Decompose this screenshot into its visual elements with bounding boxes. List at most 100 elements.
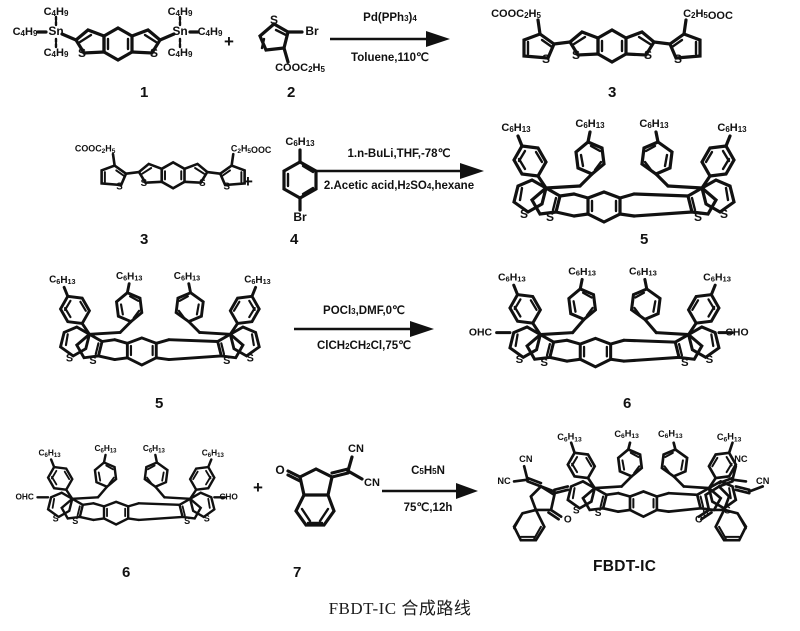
- compound-label-7: 7: [293, 564, 302, 581]
- svg-text:C6H13: C6H13: [717, 122, 747, 134]
- structure-compound-5-product: C6H13 C6H13 C6H13 C6H13 S: [501, 118, 747, 224]
- svg-text:C4H9: C4H9: [44, 47, 69, 59]
- compound-label-4: 4: [290, 231, 299, 248]
- svg-text:CN: CN: [756, 476, 770, 486]
- svg-text:S: S: [572, 48, 580, 62]
- svg-text:S: S: [520, 207, 528, 221]
- reagents-step4-top: C5H5N: [411, 465, 445, 477]
- reagents-step4-bottom: 75℃,12h: [403, 502, 453, 514]
- svg-text:C6H13: C6H13: [244, 275, 270, 286]
- reaction-arrow-2: [314, 163, 484, 179]
- svg-text:NC: NC: [734, 454, 748, 464]
- compound-label-3-row1: 3: [608, 84, 617, 101]
- structure-compound-7: O CN CN: [275, 443, 380, 527]
- svg-text:S: S: [66, 353, 73, 365]
- svg-text:S: S: [141, 178, 148, 189]
- reagents-step1-top: Pd(PPh3)4: [363, 12, 417, 24]
- structure-compound-1: S S Sn C4H9 C4H9 C4H9 Sn C4H9 C4H9 C4H9: [13, 6, 223, 62]
- svg-text:S: S: [270, 13, 278, 27]
- structure-compound-6-product: C6H13 C6H13 C6H13 C6H13: [469, 267, 749, 369]
- svg-text:S: S: [706, 354, 714, 366]
- svg-text:CHO: CHO: [725, 327, 748, 338]
- svg-text:C6H13: C6H13: [174, 271, 200, 282]
- svg-text:C6H13: C6H13: [557, 432, 582, 443]
- svg-text:C6H13: C6H13: [658, 429, 683, 440]
- svg-text:C2H5OOC: C2H5OOC: [683, 8, 733, 22]
- svg-text:S: S: [674, 52, 682, 66]
- svg-text:S: S: [546, 210, 554, 224]
- reaction-arrow-3: [294, 321, 434, 337]
- svg-text:S: S: [595, 508, 602, 519]
- reaction-arrow-1: [330, 31, 450, 47]
- compound-label-5-row3: 5: [155, 395, 164, 412]
- svg-text:S: S: [223, 181, 230, 192]
- svg-text:COOC2H5: COOC2H5: [275, 62, 325, 74]
- svg-text:C6H13: C6H13: [501, 122, 531, 134]
- svg-text:C6H13: C6H13: [116, 271, 142, 282]
- reagents-step3-bottom: ClCH2CH2Cl,75℃: [316, 340, 412, 352]
- svg-text:CN: CN: [364, 477, 380, 489]
- reagents-step3-top: POCl3,DMF,0℃: [323, 305, 405, 317]
- svg-text:S: S: [644, 48, 652, 62]
- compound-label-6-row4: 6: [122, 564, 131, 581]
- svg-text:C6H13: C6H13: [285, 136, 315, 148]
- svg-text:Sn: Sn: [48, 24, 63, 38]
- svg-text:C6H13: C6H13: [575, 118, 605, 130]
- reagents-step1-bottom: Toluene,110℃: [351, 52, 429, 64]
- svg-text:S: S: [247, 353, 254, 365]
- svg-text:OHC: OHC: [469, 327, 493, 338]
- svg-text:C6H13: C6H13: [639, 118, 669, 130]
- svg-text:NC: NC: [497, 476, 511, 486]
- svg-text:C6H13: C6H13: [568, 267, 596, 278]
- svg-text:S: S: [89, 355, 96, 367]
- svg-text:C6H13: C6H13: [39, 448, 62, 459]
- svg-text:O: O: [564, 515, 572, 526]
- svg-text:C6H13: C6H13: [629, 267, 657, 278]
- svg-text:S: S: [53, 514, 59, 524]
- svg-text:S: S: [223, 355, 230, 367]
- svg-text:S: S: [72, 516, 78, 526]
- structure-compound-2: S Br COOC2H5: [258, 13, 325, 74]
- svg-text:Sn: Sn: [172, 24, 187, 38]
- structure-fbdt-ic-product: C6H13 C6H13 C6H13 C6H13: [497, 429, 770, 542]
- svg-text:C6H13: C6H13: [143, 443, 166, 454]
- svg-text:C4H9: C4H9: [13, 26, 38, 38]
- svg-text:C2H5OOC: C2H5OOC: [231, 144, 272, 156]
- final-product-label: FBDT-IC: [593, 558, 657, 575]
- svg-text:S: S: [573, 505, 580, 516]
- svg-text:S: S: [78, 46, 86, 60]
- structure-compound-6-reactant: C6H13 C6H13 C6H13 C6H13: [15, 443, 238, 526]
- svg-text:S: S: [542, 52, 550, 66]
- svg-text:S: S: [720, 207, 728, 221]
- svg-text:CN: CN: [348, 443, 364, 455]
- svg-text:C6H13: C6H13: [94, 443, 117, 454]
- compound-label-6-row3: 6: [623, 395, 632, 412]
- svg-text:C4H9: C4H9: [168, 6, 193, 18]
- svg-text:S: S: [116, 181, 123, 192]
- plus-sign-r4: +: [253, 478, 263, 497]
- svg-text:S: S: [204, 514, 210, 524]
- svg-text:C4H9: C4H9: [44, 6, 69, 18]
- svg-text:C4H9: C4H9: [168, 47, 193, 59]
- svg-text:C6H13: C6H13: [717, 432, 742, 443]
- svg-text:O: O: [275, 463, 284, 477]
- svg-text:C6H13: C6H13: [202, 448, 225, 459]
- reaction-row-4: C6H13 C6H13 C6H13 C6H13: [0, 415, 800, 595]
- svg-text:S: S: [694, 210, 702, 224]
- svg-text:OHC: OHC: [15, 491, 33, 501]
- svg-text:C6H13: C6H13: [614, 429, 639, 440]
- svg-text:Br: Br: [305, 24, 319, 38]
- reaction-row-3: C6H13 C6H13 C6H13 C6H13 S S: [0, 255, 800, 415]
- figure-caption: FBDT-IC 合成路线: [328, 599, 472, 618]
- compound-label-3-row2: 3: [140, 231, 149, 248]
- svg-text:S: S: [540, 357, 548, 369]
- plus-sign-r1: +: [224, 32, 234, 51]
- svg-text:S: S: [681, 357, 689, 369]
- compound-label-5-row2: 5: [640, 231, 649, 248]
- svg-text:C6H13: C6H13: [498, 272, 526, 283]
- structure-compound-3-reactant: S S S COOC2H5 S C2H5OOC: [75, 144, 272, 193]
- structure-compound-5-reactant: C6H13 C6H13 C6H13 C6H13 S S: [49, 271, 270, 367]
- reagents-step2-bottom: 2.Acetic acid,H2SO4,hexane: [323, 180, 475, 192]
- svg-text:S: S: [184, 516, 190, 526]
